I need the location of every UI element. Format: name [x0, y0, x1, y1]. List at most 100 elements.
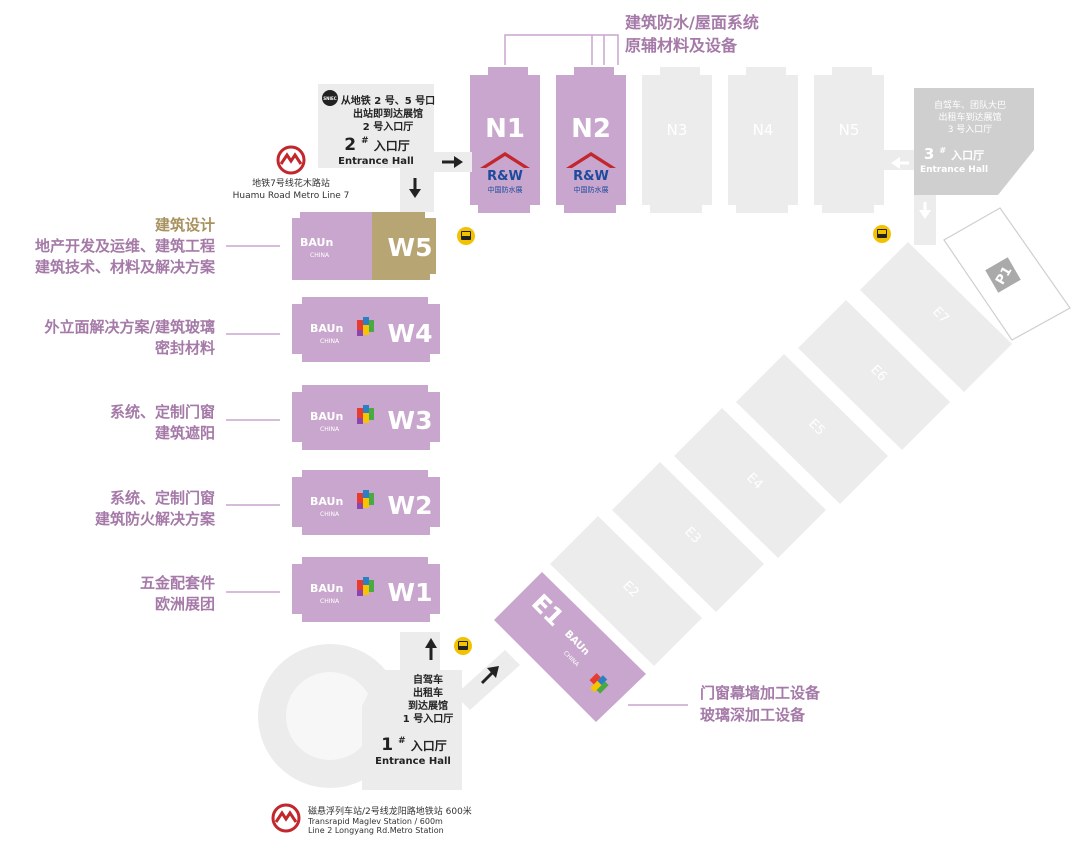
north-header-connector — [504, 34, 619, 65]
hall-n4-id: N4 — [753, 121, 774, 139]
entrance1-line2: 出租车 — [413, 686, 443, 699]
bau-color-logo-icon — [357, 490, 374, 509]
entrance-hall-1[interactable]: 自驾车 出租车 到达展馆 1 号入口厅 1 # 入口厅 Entrance Hal… — [258, 632, 520, 790]
hall-w5-brand: BAUn — [300, 236, 333, 249]
hall-n1-id: N1 — [485, 114, 525, 144]
entrance3-title-cn: 入口厅 — [951, 149, 984, 162]
hall-w1-country: CHINA — [320, 598, 340, 605]
arrow-down-icon — [919, 202, 931, 219]
metro-logo-icon — [276, 145, 306, 175]
hall-w4[interactable]: BAUn CHINA W4 — [292, 297, 440, 362]
metro-station-huamu[interactable]: 地铁7号线花木路站 Huamu Road Metro Line 7 — [233, 145, 350, 201]
w3-label-1: 系统、定制门窗 — [110, 403, 215, 421]
entrance-hall-3[interactable]: 自驾车、团队大巴 出租车到达展馆 3 号入口厅 3 # 入口厅 Entrance… — [878, 88, 1034, 245]
hall-n2-sub: R&W — [573, 169, 609, 184]
bau-color-logo-icon — [589, 673, 609, 694]
entrance2-sup: # — [361, 136, 369, 146]
entrance1-line3: 到达展馆 — [408, 699, 448, 712]
entrance2-line1: 从地铁 2 号、5 号口 — [341, 94, 435, 107]
w3-label-2: 建筑遮阳 — [155, 424, 215, 442]
entrance1-line4: 1 号入口厅 — [403, 713, 453, 725]
hall-e3[interactable]: E3 — [612, 462, 764, 612]
entrance2-title-en: Entrance Hall — [338, 156, 414, 167]
hall-n2-id: N2 — [571, 114, 611, 144]
hall-w5[interactable]: BAUn CHINA W5 — [292, 212, 436, 280]
hall-e7[interactable]: E7 — [860, 242, 1012, 392]
entrance3-title-en: Entrance Hall — [920, 165, 988, 175]
entrance2-title: 2 # 入口厅 — [344, 128, 410, 155]
hall-w3[interactable]: BAUn CHINA W3 — [292, 385, 440, 450]
hall-p1[interactable]: P1 — [943, 207, 1071, 341]
metro-bottom-line1: 磁悬浮列车站/2号线龙阳路地铁站 600米 — [308, 805, 472, 817]
north-header-line2: 原辅材料及设备 — [625, 36, 738, 55]
w2-label-2: 建筑防火解决方案 — [95, 510, 216, 528]
entrance1-num: 1 — [381, 735, 393, 755]
hall-w2-country: CHINA — [320, 511, 340, 518]
hall-w1-id: W1 — [388, 578, 433, 607]
metro-station-longyang[interactable]: 磁悬浮列车站/2号线龙阳路地铁站 600米 Transrapid Maglev … — [271, 803, 472, 835]
hall-n4[interactable]: N4 — [728, 67, 798, 213]
sniec-badge: SNIEC — [323, 96, 336, 101]
entrance1-sup: # — [398, 736, 406, 746]
e1-label-2: 玻璃深加工设备 — [700, 706, 806, 724]
hall-n1-sub2: 中国防水展 — [488, 185, 523, 194]
north-header-line1: 建筑防水/屋面系统 — [625, 13, 759, 32]
bus-icon — [457, 227, 475, 245]
arrow-right-icon — [442, 156, 463, 168]
hall-w5-country: CHINA — [310, 252, 330, 259]
bus-icon — [454, 637, 472, 655]
sniec-logo-icon — [322, 90, 338, 106]
w1-label-2: 欧洲展团 — [155, 595, 215, 613]
hall-e4[interactable]: E4 — [674, 408, 826, 558]
hall-n3-id: N3 — [667, 121, 688, 139]
entrance3-line1: 自驾车、团队大巴 — [934, 99, 1006, 111]
hall-e2[interactable]: E2 — [550, 516, 702, 666]
w1-label-1: 五金配套件 — [140, 574, 215, 592]
hall-e6[interactable]: E6 — [798, 300, 950, 450]
metro-bottom-line2: Transrapid Maglev Station / 600m — [307, 817, 443, 826]
arrow-down-icon — [409, 178, 421, 198]
rw-roof-icon — [480, 152, 530, 168]
entrance3-num: 3 — [924, 145, 934, 163]
metro-bottom-line3: Line 2 Longyang Rd.Metro Station — [308, 826, 444, 835]
e1-label-1: 门窗幕墙加工设备 — [700, 684, 821, 702]
entrance3-line3: 3 号入口厅 — [948, 124, 993, 135]
w5-label-1: 建筑设计 — [155, 216, 215, 234]
entrance2-line3: 2 号入口厅 — [363, 121, 413, 133]
hall-n2[interactable]: N2 R&W 中国防水展 — [556, 67, 626, 213]
w5-label-2: 地产开发及运维、建筑工程 — [35, 237, 215, 255]
hall-w3-id: W3 — [388, 406, 433, 435]
hall-w3-country: CHINA — [320, 426, 340, 433]
bus-icon — [873, 225, 891, 243]
hall-w4-country: CHINA — [320, 338, 340, 345]
arrow-left-icon — [891, 157, 909, 169]
w5-label-3: 建筑技术、材料及解决方案 — [35, 258, 216, 276]
w4-label-1: 外立面解决方案/建筑玻璃 — [44, 318, 215, 336]
entrance2-num: 2 — [344, 135, 356, 155]
hall-w4-brand: BAUn — [310, 322, 343, 335]
entrance2-line2: 出站即到达展馆 — [353, 107, 423, 120]
entrance1-title-cn: 入口厅 — [411, 739, 447, 753]
hall-e5[interactable]: E5 — [736, 354, 888, 504]
w4-label-2: 密封材料 — [155, 339, 215, 357]
hall-w3-brand: BAUn — [310, 410, 343, 423]
hall-w2[interactable]: BAUn CHINA W2 — [292, 470, 440, 535]
hall-n5-id: N5 — [839, 121, 860, 139]
hall-n3[interactable]: N3 — [642, 67, 712, 213]
hall-n2-sub2: 中国防水展 — [574, 185, 609, 194]
hall-w1-brand: BAUn — [310, 582, 343, 595]
metro-logo-icon — [271, 803, 301, 833]
arrow-up-right-icon — [480, 666, 499, 685]
hall-n5[interactable]: N5 — [814, 67, 884, 213]
entrance1-title-en: Entrance Hall — [375, 756, 451, 767]
hall-n1[interactable]: N1 R&W 中国防水展 — [470, 67, 540, 213]
w2-label-1: 系统、定制门窗 — [110, 489, 215, 507]
hall-w1[interactable]: BAUn CHINA W1 — [292, 557, 440, 622]
entrance2-title-cn: 入口厅 — [374, 139, 410, 153]
hall-e1[interactable]: E1 BAUn CHINA — [494, 572, 646, 722]
hall-w2-brand: BAUn — [310, 495, 343, 508]
bau-color-logo-icon — [357, 577, 374, 596]
hall-w5-id: W5 — [388, 233, 433, 262]
entrance3-title: 3 # 入口厅 — [924, 138, 984, 163]
